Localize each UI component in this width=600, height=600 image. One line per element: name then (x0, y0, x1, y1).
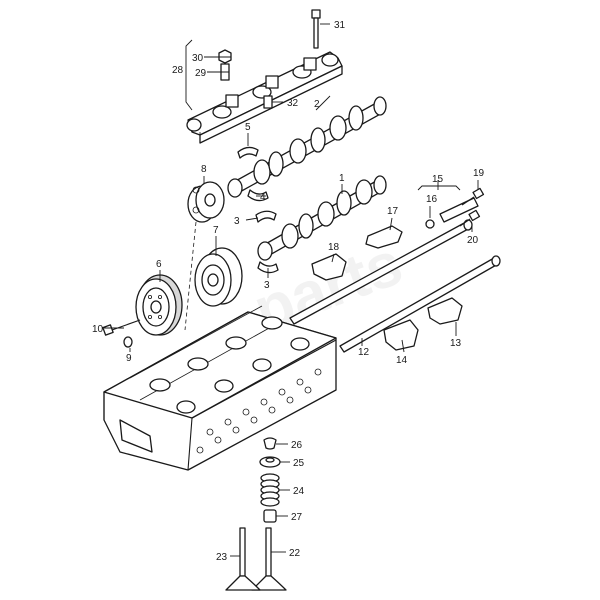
sleeve-32 (263, 95, 273, 109)
callout-23: 23 (216, 552, 228, 563)
callout-7: 7 (213, 225, 219, 236)
keeper-26 (263, 437, 277, 450)
callout-1: 1 (339, 173, 345, 184)
rocker-shaft-lower (339, 255, 501, 353)
callout-10: 10 (92, 324, 104, 335)
callout-2: 2 (314, 99, 320, 110)
rocker-shaft-15 (425, 197, 479, 229)
rocker-arm-13 (427, 297, 463, 325)
callout-20: 20 (467, 235, 479, 246)
callout-3-lower: 3 (264, 280, 270, 291)
spring-retainer-25 (259, 456, 281, 468)
washer-9 (123, 336, 133, 348)
bearing-shell-3a (255, 210, 277, 223)
hub-8 (187, 181, 225, 223)
callout-16: 16 (426, 194, 438, 205)
callout-22: 22 (289, 548, 301, 559)
callout-15: 15 (432, 174, 444, 185)
callout-29: 29 (195, 68, 207, 79)
callout-5: 5 (245, 122, 251, 133)
cylinder-head (103, 305, 337, 471)
bearing-shell-3b (257, 261, 279, 274)
bolt-31 (311, 9, 321, 49)
callout-6: 6 (156, 259, 162, 270)
sprocket-6 (135, 274, 183, 336)
nut-30 (218, 49, 232, 64)
rocker-shaft-upper (289, 219, 473, 325)
callout-13: 13 (450, 338, 462, 349)
valve-23 (225, 527, 261, 591)
leader-lines (104, 23, 479, 557)
bearing-shell-5 (237, 146, 259, 159)
valve-spring-24 (260, 473, 280, 507)
rocker-arm-18 (311, 253, 347, 281)
rocker-arm-14 (383, 319, 419, 351)
callout-17: 17 (387, 206, 399, 217)
callout-26: 26 (291, 440, 303, 451)
bolt-19 (461, 187, 485, 206)
callout-3-upper: 3 (234, 216, 240, 227)
bolt-20 (459, 209, 481, 227)
bearing-shell-4 (247, 189, 269, 202)
callout-9: 9 (126, 353, 132, 364)
callout-27: 27 (291, 512, 303, 523)
callout-31: 31 (334, 20, 346, 31)
callout-32: 32 (287, 98, 299, 109)
valve-seal-27 (263, 509, 277, 523)
callout-18: 18 (328, 242, 340, 253)
pulley-7 (194, 247, 243, 307)
callout-30: 30 (192, 53, 204, 64)
camshaft-2 (227, 96, 387, 198)
callout-28: 28 (172, 65, 184, 76)
camshaft-1 (257, 175, 387, 261)
rocker-arm-17 (365, 225, 403, 249)
callout-25: 25 (293, 458, 305, 469)
callout-12: 12 (358, 347, 370, 358)
callout-19: 19 (473, 168, 485, 179)
axis-line-hub (184, 221, 197, 331)
callout-4: 4 (260, 192, 266, 203)
valve-22 (251, 527, 287, 591)
callout-24: 24 (293, 486, 305, 497)
callout-14: 14 (396, 355, 408, 366)
callout-8: 8 (201, 164, 207, 175)
